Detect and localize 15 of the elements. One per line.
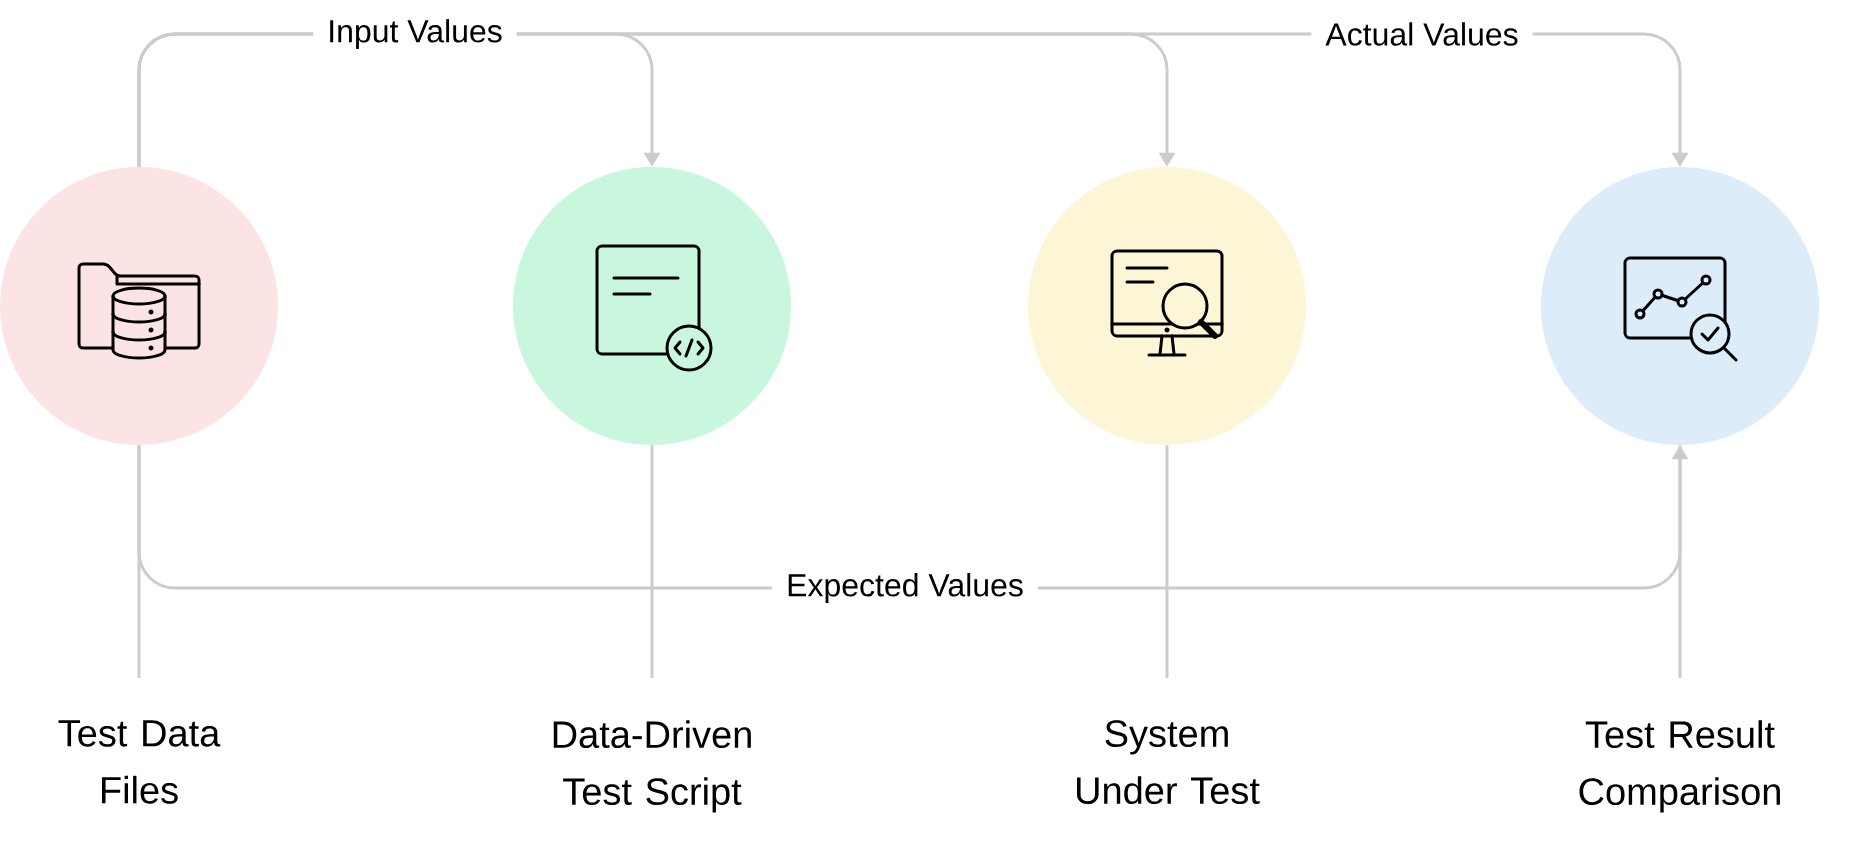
connector-line: [137, 445, 141, 678]
node-caption: Data-Driven Test Script: [553, 720, 751, 813]
node-caption: Test Result Comparison: [1579, 720, 1780, 813]
connector-line: [650, 445, 654, 678]
edge-label: Actual Values: [1311, 18, 1533, 50]
edge-label: Expected Values: [772, 569, 1038, 607]
node-caption: System Under Test: [1077, 720, 1260, 805]
circle-node: [1541, 167, 1819, 445]
circle-node: [1028, 167, 1306, 445]
connector-line: [1678, 445, 1682, 678]
circle-node: [0, 167, 278, 445]
node-caption: Test Data Files: [58, 720, 221, 804]
connector-line: [1165, 445, 1169, 678]
circle-node: [513, 167, 791, 445]
edge-label: Input Values: [313, 15, 517, 53]
